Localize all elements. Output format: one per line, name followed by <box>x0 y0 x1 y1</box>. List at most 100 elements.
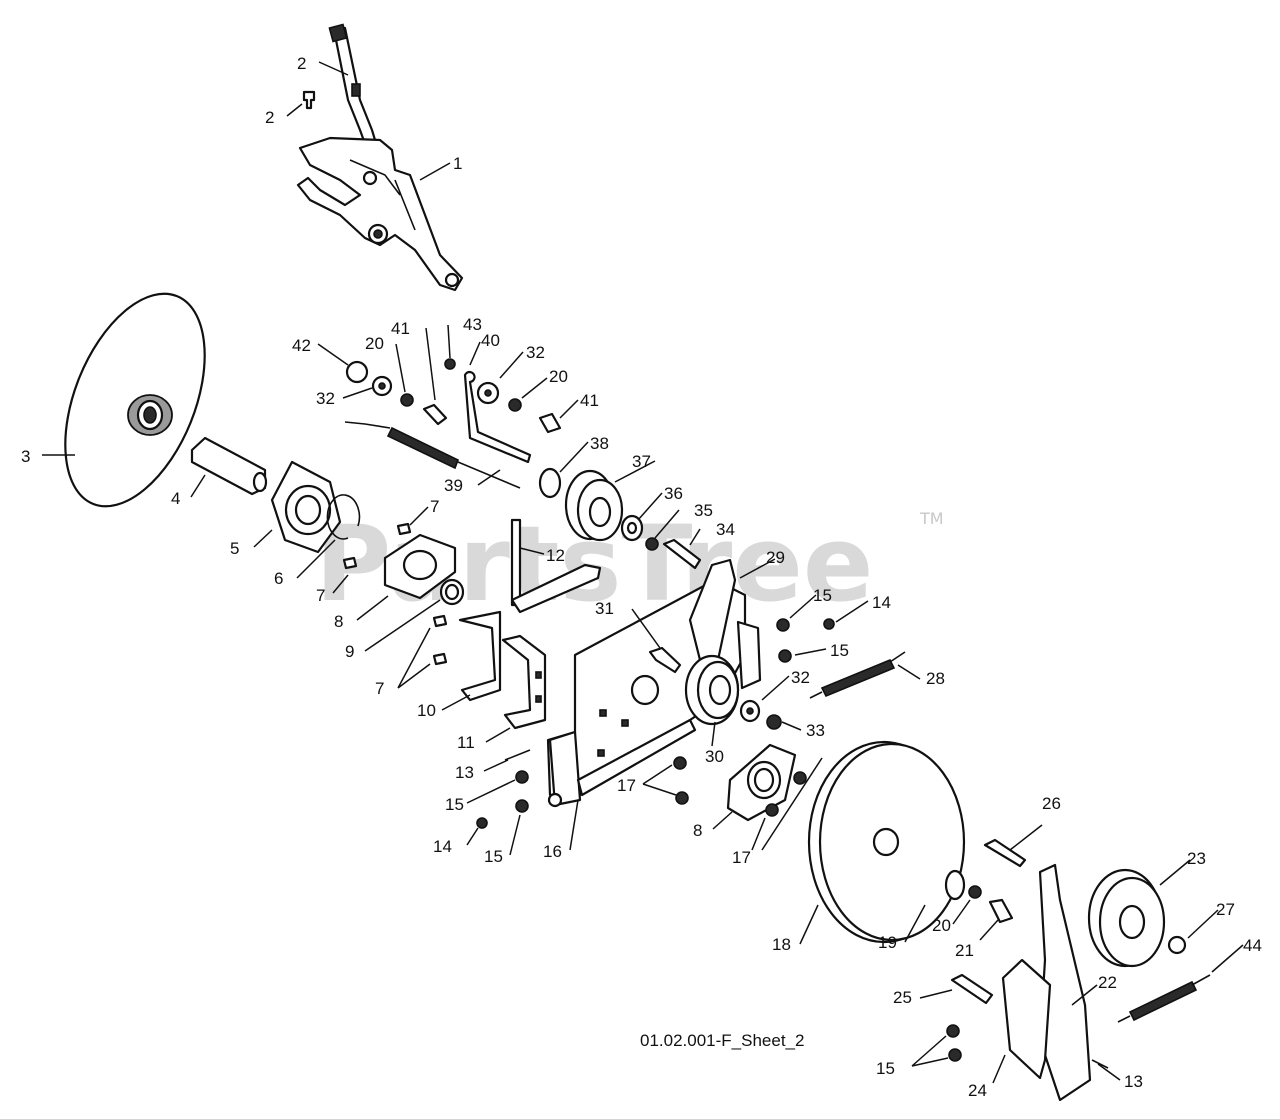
callout-2-left: 2 <box>265 108 274 127</box>
part-screw-14-left <box>476 817 488 829</box>
callout-13-left: 13 <box>455 763 474 782</box>
callout-15-b: 15 <box>484 847 503 866</box>
part-screw-7-d <box>432 652 448 666</box>
part-rod-40 <box>463 370 532 464</box>
part-nut-15-f <box>948 1048 962 1062</box>
callout-labels: 1 2 2 3 4 5 6 7 7 7 8 8 9 10 11 12 13 13… <box>21 54 1262 1100</box>
part-nut-35 <box>645 537 659 551</box>
callout-23: 23 <box>1187 849 1206 868</box>
callout-8-left: 8 <box>334 612 343 631</box>
callout-41-right: 41 <box>580 391 599 410</box>
part-bearing-plate-center <box>726 743 797 822</box>
callout-7-top: 7 <box>430 497 439 516</box>
part-washer-19 <box>944 869 966 901</box>
callout-20-right: 20 <box>932 916 951 935</box>
callout-20-left: 20 <box>365 334 384 353</box>
callout-32-left: 32 <box>316 389 335 408</box>
part-bearing-plate-left <box>383 533 457 600</box>
part-bushing-38 <box>538 467 562 499</box>
part-bracket-11 <box>501 634 547 730</box>
part-spring-28 <box>809 651 906 699</box>
callout-35: 35 <box>694 501 713 520</box>
callout-33: 33 <box>806 721 825 740</box>
part-washer-42 <box>345 360 369 384</box>
part-bracket-10 <box>458 610 502 702</box>
callout-26: 26 <box>1042 794 1061 813</box>
callout-34: 34 <box>716 520 735 539</box>
callout-3: 3 <box>21 447 30 466</box>
part-pulley-23 <box>1087 868 1166 968</box>
callout-19: 19 <box>878 933 897 952</box>
part-screw-7-c <box>432 614 448 628</box>
callout-7-mid: 7 <box>316 586 325 605</box>
callout-6: 6 <box>274 569 283 588</box>
callout-44: 44 <box>1243 936 1262 955</box>
callout-24: 24 <box>968 1081 987 1100</box>
part-nut-20-left <box>400 393 414 407</box>
callout-15-c: 15 <box>813 586 832 605</box>
callout-39: 39 <box>444 476 463 495</box>
part-bolt-34 <box>662 538 702 570</box>
callout-37: 37 <box>632 452 651 471</box>
part-nut-17-d <box>793 771 807 785</box>
callout-22: 22 <box>1098 973 1117 992</box>
callout-17-right: 17 <box>732 848 751 867</box>
callout-14-right: 14 <box>872 593 891 612</box>
part-spacer-36 <box>620 514 644 542</box>
part-bolt-21 <box>988 898 1014 924</box>
callout-27: 27 <box>1216 900 1235 919</box>
callout-14-left: 14 <box>433 837 452 856</box>
part-nut-27 <box>1167 935 1187 955</box>
callout-15-d: 15 <box>830 641 849 660</box>
part-pin-13-left <box>504 749 531 761</box>
part-bolt-41-right <box>538 412 562 434</box>
part-bolt-41-left <box>422 403 448 426</box>
callout-43: 43 <box>463 315 482 334</box>
callout-9: 9 <box>345 642 354 661</box>
callout-12: 12 <box>546 546 565 565</box>
part-hex-shaft <box>190 436 268 496</box>
callout-16: 16 <box>543 842 562 861</box>
callout-5: 5 <box>230 539 239 558</box>
callout-17-left: 17 <box>617 776 636 795</box>
callout-32-top: 32 <box>526 343 545 362</box>
part-spring-44 <box>1117 974 1211 1023</box>
part-nut-15-c <box>776 618 790 632</box>
part-bolt-26 <box>983 838 1027 868</box>
callout-25: 25 <box>893 988 912 1007</box>
part-nut-43 <box>444 358 456 370</box>
callout-32-right: 32 <box>791 668 810 687</box>
callout-4: 4 <box>171 489 180 508</box>
part-washer-32-top <box>476 381 500 405</box>
part-drive-disc <box>64 292 206 508</box>
callout-29: 29 <box>766 548 785 567</box>
part-nut-33 <box>766 714 782 730</box>
part-large-pulley-18 <box>807 740 966 944</box>
part-bolt-25 <box>950 973 994 1005</box>
callout-15-a: 15 <box>445 795 464 814</box>
callout-20-top: 20 <box>549 367 568 386</box>
sheet-caption: 01.02.001-F_Sheet_2 <box>640 1031 804 1050</box>
part-screw-2-top <box>351 83 361 97</box>
callout-42: 42 <box>292 336 311 355</box>
part-pulley-37 <box>564 469 624 542</box>
callout-31: 31 <box>595 599 614 618</box>
part-washer-9 <box>439 578 465 606</box>
part-nut-17-a <box>673 756 687 770</box>
callout-1: 1 <box>453 154 462 173</box>
part-nut-15-d <box>778 649 792 663</box>
part-nut-15-e <box>946 1024 960 1038</box>
part-spring-39 <box>344 421 521 489</box>
callout-13-right: 13 <box>1124 1072 1143 1091</box>
part-washer-32-left <box>371 375 393 397</box>
callout-15-e: 15 <box>876 1059 895 1078</box>
callout-11: 11 <box>457 733 475 752</box>
callout-28: 28 <box>926 669 945 688</box>
callout-21: 21 <box>955 941 974 960</box>
part-screw-7-a <box>396 522 412 536</box>
part-nut-20-top <box>508 398 522 412</box>
part-screw-14-right <box>823 618 835 630</box>
callout-38: 38 <box>590 434 609 453</box>
part-pin-13-right <box>1091 1059 1109 1069</box>
